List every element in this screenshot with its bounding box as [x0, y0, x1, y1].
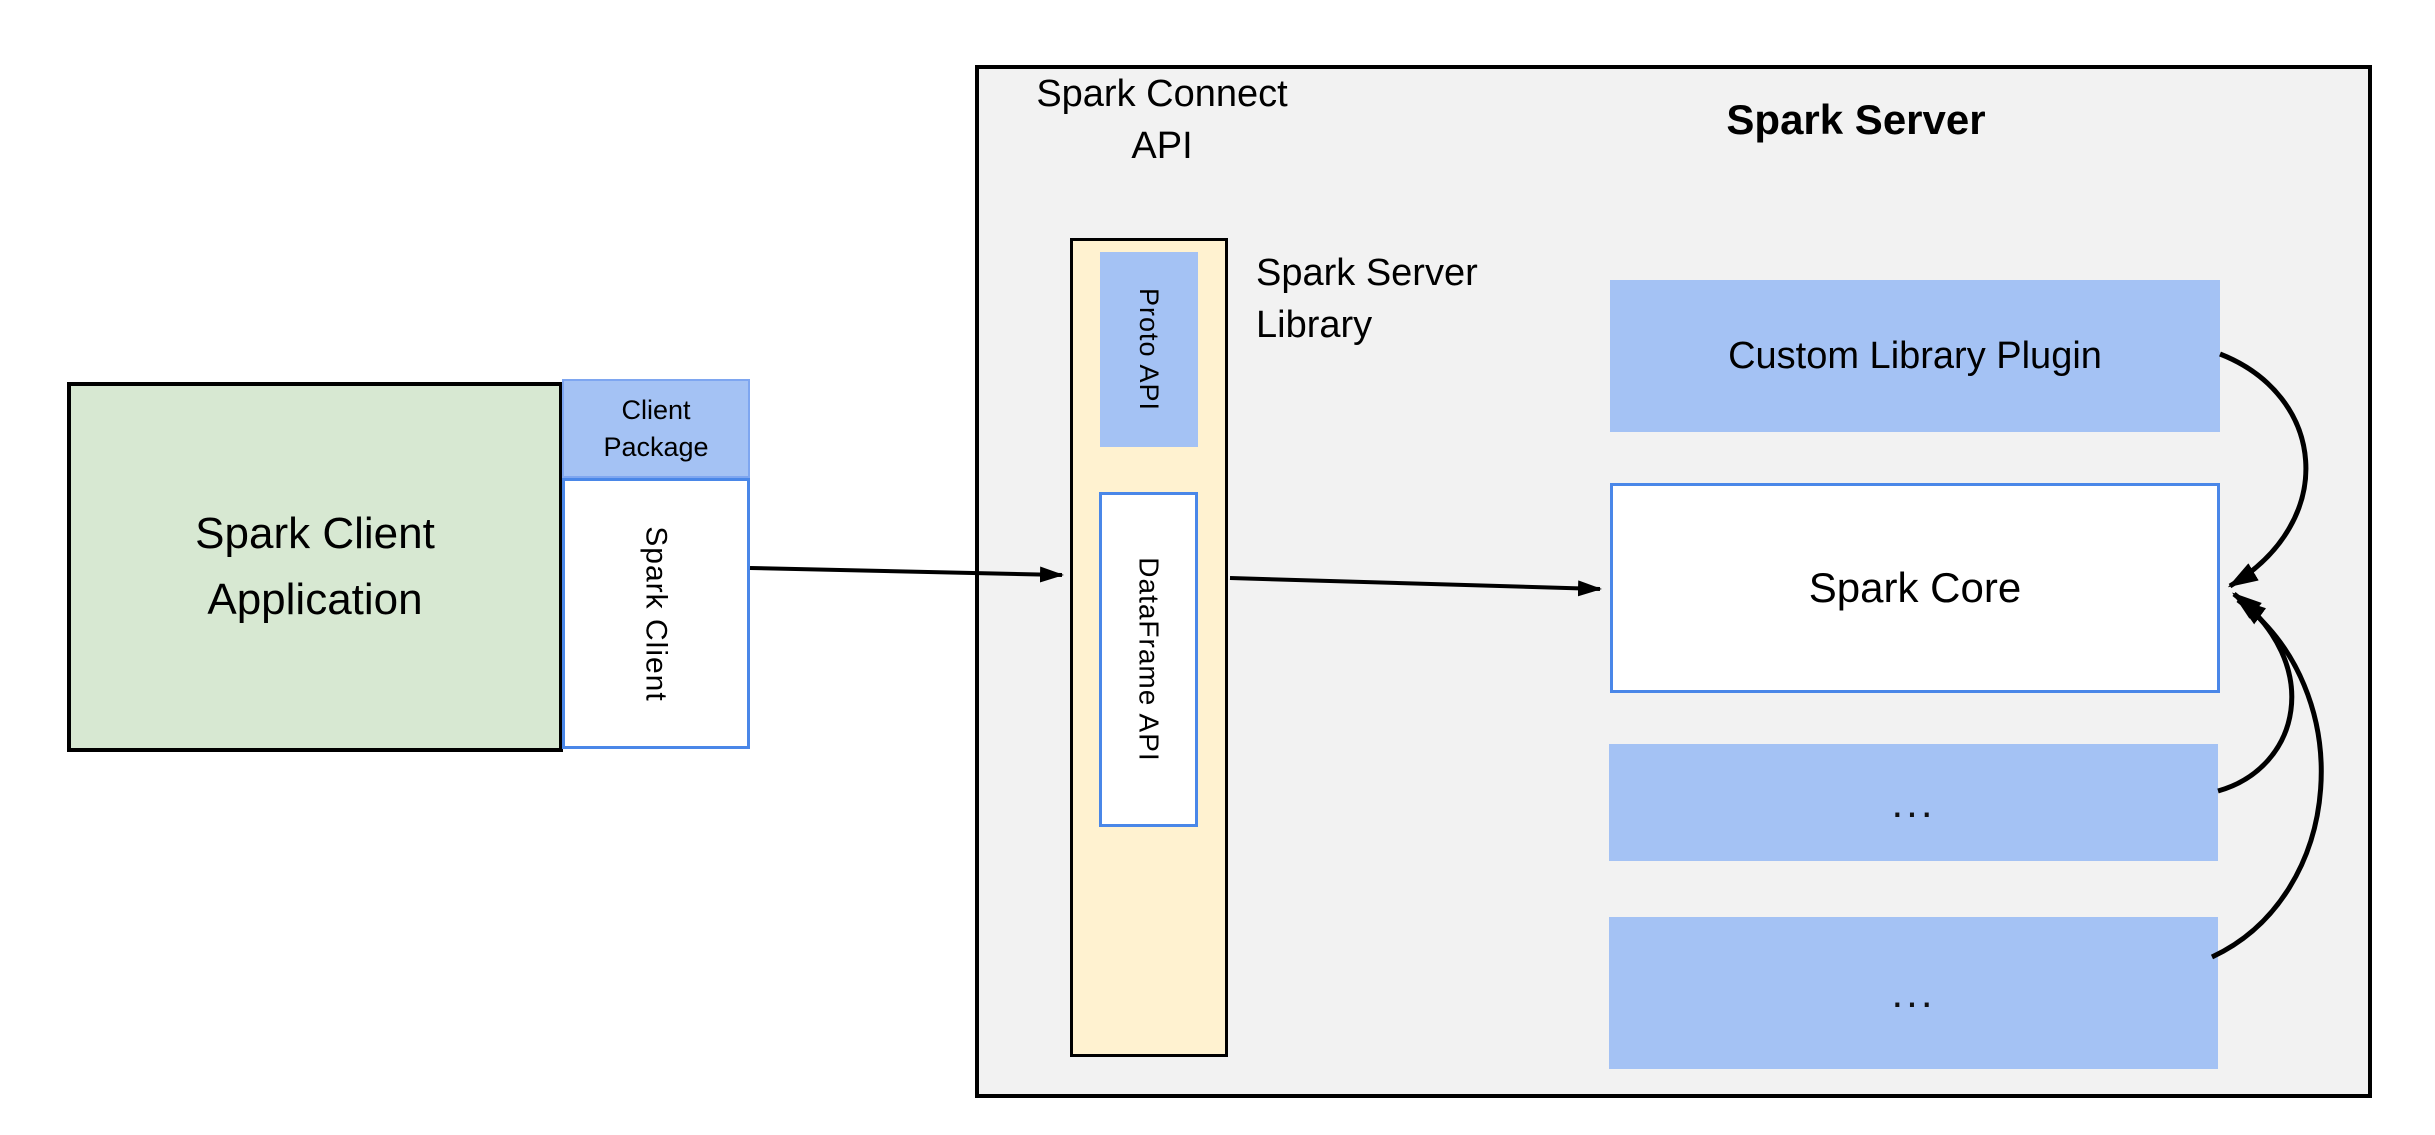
proto-api-box: Proto API	[1100, 252, 1198, 447]
spark-client-box: Spark Client	[562, 478, 750, 749]
ellipsis-label-1: ...	[1891, 778, 1936, 826]
client-package-label-line2: Package	[603, 431, 709, 462]
spark-core-label: Spark Core	[1808, 564, 2022, 611]
spark-client-label: Spark Client	[640, 525, 673, 702]
spark-server-library-label-line1: Spark Server	[1256, 252, 1478, 294]
spark-client-application-label-line2: Application	[207, 575, 423, 624]
spark-server-library-label-line2: Library	[1256, 304, 1373, 347]
spark-core-box: Spark Core	[1610, 483, 2220, 693]
spark-server-title: Spark Server	[1726, 96, 1986, 143]
spark-client-application-label-line1: Spark Client	[195, 509, 435, 558]
ellipsis-box-1: ...	[1609, 744, 2218, 861]
client-package-label-line1: Client	[621, 395, 691, 426]
proto-api-label: Proto API	[1134, 287, 1165, 412]
dataframe-api-label: DataFrame API	[1133, 557, 1165, 762]
spark-client-application-box: Spark Client Application	[67, 382, 563, 752]
ellipsis-label-2: ...	[1891, 969, 1936, 1016]
custom-library-plugin-label: Custom Library Plugin	[1728, 334, 2102, 377]
dataframe-api-box: DataFrame API	[1099, 492, 1198, 827]
custom-library-plugin-box: Custom Library Plugin	[1610, 280, 2220, 432]
client-package-box: Client Package	[562, 379, 750, 478]
spark-connect-api-heading-line2: API	[1131, 125, 1193, 168]
spark-connect-api-heading-line1: Spark Connect	[1036, 73, 1288, 115]
spark-connect-api-heading: Spark Connect API	[1036, 68, 1287, 173]
spark-server-library-label: Spark Server Library	[1256, 247, 1478, 352]
ellipsis-box-2: ...	[1609, 917, 2218, 1069]
